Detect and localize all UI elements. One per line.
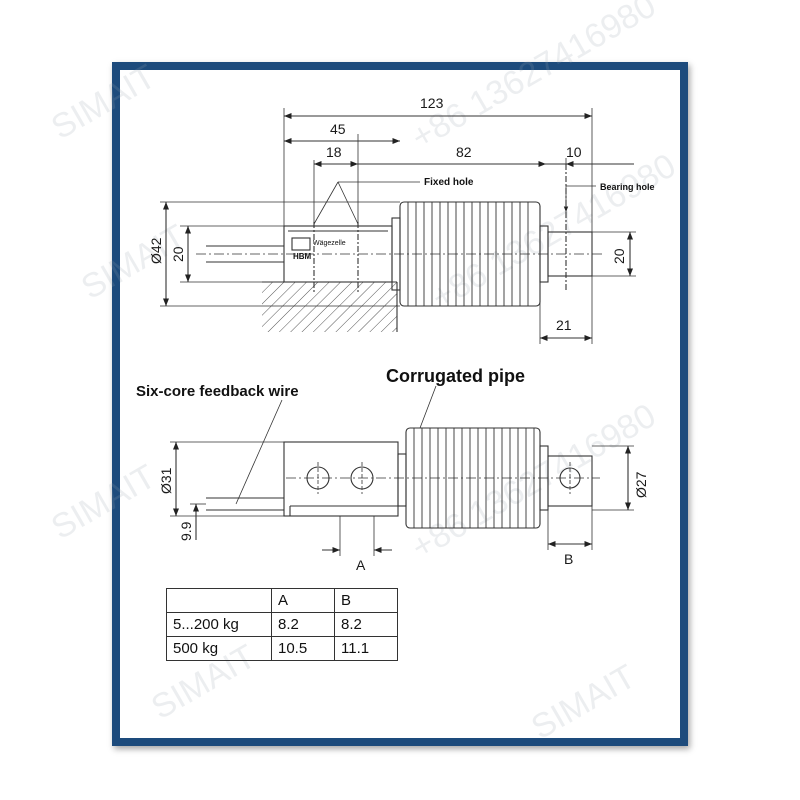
- dim-9-9: 9.9: [178, 521, 194, 541]
- bearing-hole-label: Bearing hole: [600, 182, 655, 192]
- fixed-hole-leader: [313, 181, 339, 225]
- dim-45: 45: [330, 121, 346, 137]
- collar-bottom: [397, 453, 407, 507]
- pipe-leader: [419, 385, 437, 429]
- bottom-view: [170, 385, 634, 556]
- dim-b: B: [564, 551, 573, 567]
- wire-leader: [235, 399, 283, 505]
- fixed-hole-label: Fixed hole: [424, 177, 474, 188]
- table-cell-capacity: 500 kg: [166, 636, 272, 661]
- dim-d31: Ø31: [158, 467, 174, 494]
- dim-a: A: [356, 557, 366, 573]
- dim-20-left: 20: [170, 246, 186, 262]
- table-cell-b: 11.1: [334, 636, 398, 661]
- dim-82: 82: [456, 144, 472, 160]
- load-cell-body-bottom: [283, 441, 399, 517]
- capacity-dimension-table: A B 5...200 kg 8.2 8.2 500 kg 10.5 11.1: [166, 588, 398, 661]
- corrugated-pipe-label: Corrugated pipe: [386, 366, 525, 386]
- hbm-logo-box: [291, 237, 311, 251]
- body-text-hbm: HBM: [293, 252, 312, 261]
- dim-10: 10: [566, 144, 582, 160]
- watermark-phone: +86 13627416980: [405, 0, 662, 157]
- table-row: 500 kg 10.5 11.1: [166, 636, 398, 661]
- fixed-hole-leader: [337, 181, 359, 225]
- table-row: 5...200 kg 8.2 8.2: [166, 612, 398, 637]
- table-header-cell: B: [334, 588, 398, 613]
- watermark-brand: SIMAIT: [45, 457, 162, 547]
- table-cell-a: 8.2: [271, 612, 335, 637]
- table-header-cell: [166, 588, 272, 613]
- table-cell-b: 8.2: [334, 612, 398, 637]
- watermark-brand: SIMAIT: [525, 657, 642, 747]
- table-header-row: A B: [166, 588, 398, 613]
- wire-label: Six-core feedback wire: [136, 383, 299, 400]
- table-header-cell: A: [271, 588, 335, 613]
- dim-20-right: 20: [611, 248, 627, 264]
- body-text-wagezelle: Wägezelle: [313, 240, 346, 247]
- mount-hatch: [262, 282, 397, 332]
- table-cell-capacity: 5...200 kg: [166, 612, 272, 637]
- dim-d42: Ø42: [148, 237, 164, 264]
- right-end-block: [547, 455, 593, 507]
- table-cell-a: 10.5: [271, 636, 335, 661]
- dim-123: 123: [420, 95, 444, 111]
- dim-d27: Ø27: [633, 471, 649, 498]
- top-view: Wägezelle HBM: [160, 108, 636, 344]
- watermark-brand: SIMAIT: [45, 57, 162, 147]
- dim-21: 21: [556, 317, 572, 333]
- dim-18: 18: [326, 144, 342, 160]
